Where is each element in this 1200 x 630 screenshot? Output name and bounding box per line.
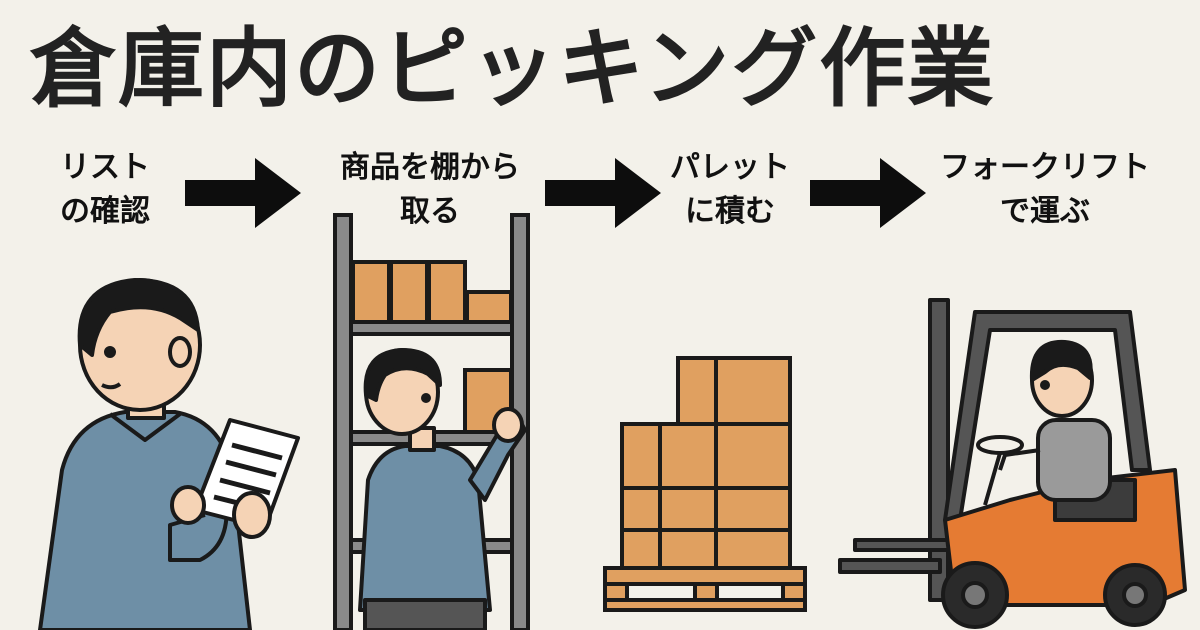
step-1-label: リスト の確認 <box>30 146 180 234</box>
clipboard-icon <box>170 418 300 539</box>
step-3-line2: に積む <box>685 194 775 229</box>
page-title: 倉庫内のピッキング作業 <box>30 19 996 119</box>
right-arrow-icon <box>185 158 301 228</box>
step-2-label: 商品を棚から 取る <box>315 146 545 234</box>
worker-picking-item <box>358 348 527 630</box>
right-arrow-icon <box>545 158 661 228</box>
step-4-line2: で運ぶ <box>1000 194 1090 229</box>
worker-checking-list <box>38 278 252 630</box>
step-4-label: フォークリフト で運ぶ <box>920 146 1170 234</box>
step-1-line1: リスト <box>60 150 150 185</box>
step-1-line2: の確認 <box>60 194 150 229</box>
step-2-line2: 取る <box>400 194 460 229</box>
forklift-icon <box>838 298 1187 629</box>
pallet-icon <box>603 356 807 612</box>
right-arrow-icon <box>810 158 926 228</box>
step-2-line1: 商品を棚から <box>340 150 520 185</box>
step-4-line1: フォークリフト <box>940 150 1150 185</box>
step-3-line1: パレット <box>670 150 790 185</box>
step-3-label: パレット に積む <box>645 146 815 234</box>
